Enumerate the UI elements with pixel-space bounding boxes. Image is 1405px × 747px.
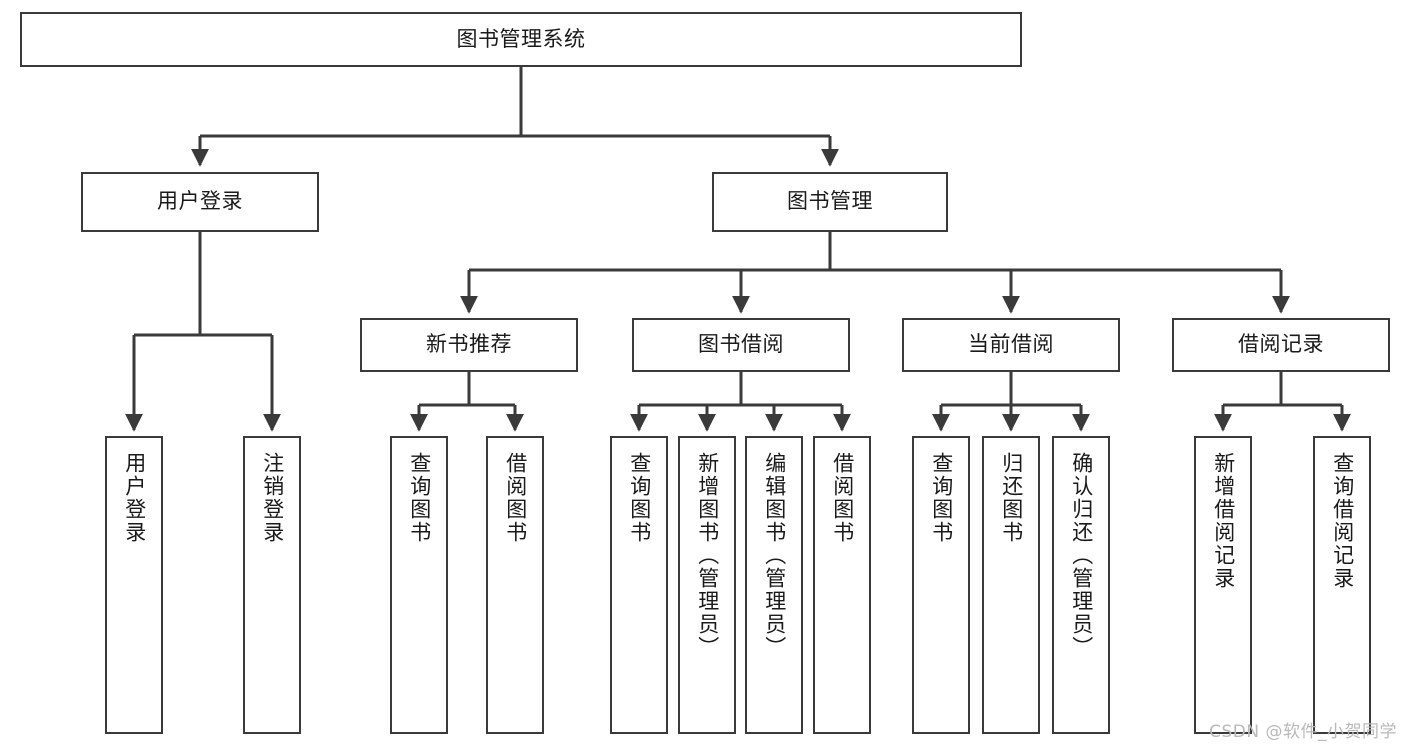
node-root-label: 图书管理系统: [456, 26, 586, 51]
node-borrow-record[interactable]: 借阅记录: [1172, 318, 1390, 372]
node-leaf-return-book[interactable]: 归还图书: [982, 436, 1040, 734]
node-book-manage-label: 图书管理: [787, 189, 873, 214]
node-leaf-query-record[interactable]: 查询借阅记录: [1313, 436, 1371, 734]
node-leaf-add-record-label: 新增借阅记录: [1211, 452, 1236, 590]
node-leaf-borrow-book-2[interactable]: 借阅图书: [813, 436, 871, 734]
node-root[interactable]: 图书管理系统: [20, 12, 1022, 67]
node-book-borrow-label: 图书借阅: [698, 332, 784, 357]
node-leaf-query-book-1[interactable]: 查询图书: [390, 436, 448, 734]
node-leaf-query-book-1-label: 查询图书: [407, 452, 432, 544]
node-leaf-logout[interactable]: 注销登录: [243, 436, 301, 734]
node-leaf-edit-book-label: 编辑图书（管理员）: [762, 452, 787, 659]
node-new-book-rec-label: 新书推荐: [426, 332, 512, 357]
node-leaf-borrow-book-1[interactable]: 借阅图书: [486, 436, 544, 734]
node-leaf-add-book[interactable]: 新增图书（管理员）: [678, 436, 736, 734]
node-leaf-confirm-return-label: 确认归还（管理员）: [1069, 452, 1094, 659]
node-current-borrow-label: 当前借阅: [968, 332, 1054, 357]
node-leaf-query-record-label: 查询借阅记录: [1330, 452, 1355, 590]
node-book-borrow[interactable]: 图书借阅: [632, 318, 850, 372]
node-book-manage[interactable]: 图书管理: [712, 172, 948, 232]
node-leaf-query-book-3-label: 查询图书: [929, 452, 954, 544]
watermark: CSDN @软件_小贺同学: [1209, 722, 1397, 742]
node-borrow-record-label: 借阅记录: [1238, 332, 1324, 357]
node-leaf-add-record[interactable]: 新增借阅记录: [1194, 436, 1252, 734]
node-user-login[interactable]: 用户登录: [81, 172, 319, 232]
node-current-borrow[interactable]: 当前借阅: [902, 318, 1120, 372]
node-leaf-query-book-2[interactable]: 查询图书: [610, 436, 668, 734]
node-leaf-edit-book[interactable]: 编辑图书（管理员）: [745, 436, 803, 734]
node-leaf-query-book-3[interactable]: 查询图书: [912, 436, 970, 734]
node-leaf-borrow-book-1-label: 借阅图书: [503, 452, 528, 544]
node-leaf-query-book-2-label: 查询图书: [627, 452, 652, 544]
node-leaf-logout-label: 注销登录: [260, 452, 285, 544]
node-leaf-add-book-label: 新增图书（管理员）: [695, 452, 720, 659]
node-leaf-confirm-return[interactable]: 确认归还（管理员）: [1052, 436, 1110, 734]
node-leaf-return-book-label: 归还图书: [999, 452, 1024, 544]
node-leaf-user-login[interactable]: 用户登录: [105, 436, 163, 734]
node-new-book-rec[interactable]: 新书推荐: [360, 318, 578, 372]
node-leaf-borrow-book-2-label: 借阅图书: [830, 452, 855, 544]
node-leaf-user-login-label: 用户登录: [122, 452, 147, 544]
node-user-login-label: 用户登录: [157, 189, 243, 214]
